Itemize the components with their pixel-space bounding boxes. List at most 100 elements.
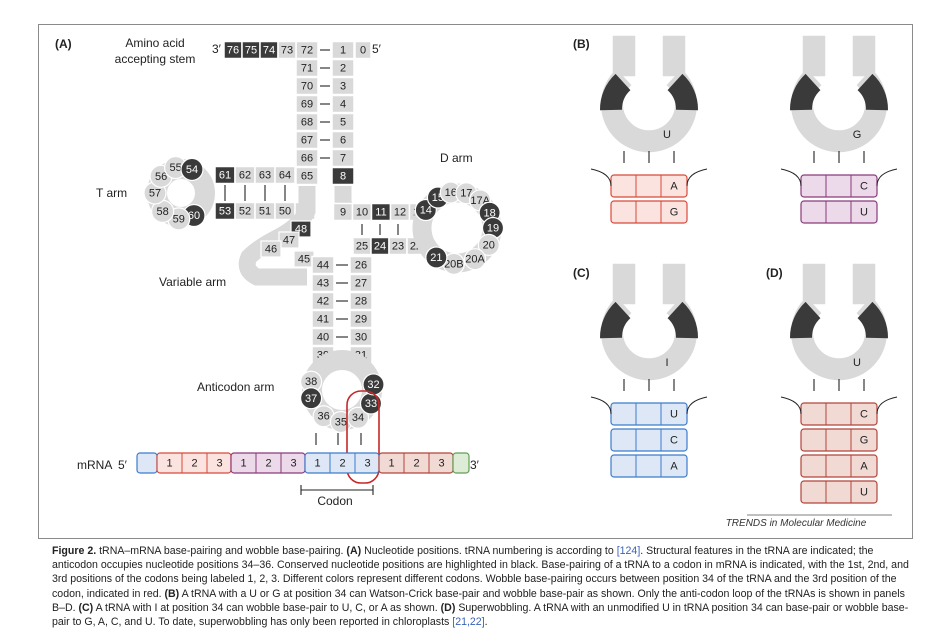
t-loop-60-label: 60 xyxy=(188,210,200,222)
ac-right-29-box xyxy=(349,309,373,329)
t-top-61-label: 61 xyxy=(219,170,231,182)
panel-c-codon-frame xyxy=(610,454,688,478)
panel-b-left-dark-left xyxy=(667,73,698,111)
caption-c-label: (C) xyxy=(78,601,94,614)
panel-b-left: UAG xyxy=(590,34,708,224)
tail-0-box xyxy=(354,40,372,60)
panel-c-dark-right xyxy=(600,301,631,339)
d-loop-20-label: 20 xyxy=(483,239,495,251)
caption-d-text-1: Superwobbling. A tRNA with an unmodified… xyxy=(52,601,909,629)
panel-b-right-dark-left xyxy=(857,73,888,111)
ac-left-42-box xyxy=(311,291,335,311)
acceptor-right-7-label: 7 xyxy=(340,153,346,165)
panel-d-strand-left xyxy=(780,396,802,415)
panel-c-codon-A: A xyxy=(670,461,678,473)
acceptor-left-70-label: 70 xyxy=(301,81,313,93)
acceptor-left-72-label: 72 xyxy=(301,45,313,57)
ac-left-40-label: 40 xyxy=(317,332,329,344)
t-loop-54-node xyxy=(180,157,204,182)
d-loop-17-label: 17 xyxy=(460,188,472,200)
d-loop-16-label: 16 xyxy=(445,187,457,199)
panel-b-right-codon-frame xyxy=(800,200,878,224)
acceptor-right-3-label: 3 xyxy=(340,81,346,93)
journal-label: TRENDS in Molecular Medicine xyxy=(726,518,867,529)
acceptor-left-68-box xyxy=(295,112,319,132)
panel-b-left-codon-frame xyxy=(610,200,688,224)
codon-2-pos-3: 3 xyxy=(290,458,296,470)
acceptor-left-66-box xyxy=(295,148,319,168)
panel-b-right-codon-C: C xyxy=(860,181,868,193)
tail-75-label: 75 xyxy=(245,45,257,57)
ac-right-27-box xyxy=(349,273,373,293)
ac-left-41-box xyxy=(311,309,335,329)
tail-74-label: 74 xyxy=(263,45,275,57)
d-loop-21-node xyxy=(425,246,448,269)
panel-b-right-dark-right xyxy=(790,73,821,111)
acceptor-left-67-label: 67 xyxy=(301,135,313,147)
panel-d-dark-right xyxy=(790,301,821,339)
ac-loop-34-label: 34 xyxy=(352,412,364,424)
t-bottom-51-label: 51 xyxy=(259,206,271,218)
t-top-62-label: 62 xyxy=(239,170,251,182)
t-arm-label: T arm xyxy=(96,186,127,200)
caption-citation-1[interactable]: [124] xyxy=(616,545,641,557)
ac-loop-32-label: 32 xyxy=(367,379,379,391)
panel-d-codon-frame xyxy=(800,454,878,478)
ac-loop-36-label: 36 xyxy=(318,411,330,423)
caption-d-text-2: . xyxy=(484,616,488,629)
acceptor-right-5-box xyxy=(331,112,355,132)
mrna-left-cap xyxy=(136,452,158,474)
acceptor-right-1-label: 1 xyxy=(340,45,346,57)
panel-d-codon-U: U xyxy=(860,487,868,499)
codon-1-pos-2: 2 xyxy=(191,458,197,470)
acceptor-right-6-label: 6 xyxy=(340,135,346,147)
ac-right-29-label: 29 xyxy=(355,314,367,326)
mrna-right-cap xyxy=(452,452,470,474)
acceptor-left-68-label: 68 xyxy=(301,117,313,129)
t-loop-55-label: 55 xyxy=(169,162,181,174)
d-bottom-23-label: 23 xyxy=(392,241,404,253)
five-prime-label: 5′ xyxy=(372,42,382,56)
panel-c-label: (C) xyxy=(573,266,590,280)
var-47-box xyxy=(278,231,300,249)
figure-caption: Figure 2. tRNA–mRNA base-pairing and wob… xyxy=(52,544,912,629)
panel-d-codon-frame xyxy=(800,480,878,504)
caption-d-label: (D) xyxy=(440,601,456,614)
panel-c-codon-U: U xyxy=(670,409,678,421)
t-loop-54-label: 54 xyxy=(186,164,198,176)
panel-d-strand-right xyxy=(876,396,898,415)
d-loop-20B-label: 20B xyxy=(444,258,464,270)
t-top-64-box xyxy=(274,165,296,185)
caption-citation-2[interactable]: [21,22] xyxy=(452,616,485,629)
t-bottom-50-label: 50 xyxy=(279,206,291,218)
t-loop-57-label: 57 xyxy=(149,188,161,200)
acceptor-left-65-box xyxy=(295,166,319,186)
panel-c-dark-left xyxy=(667,301,698,339)
d-top-12-label: 12 xyxy=(394,207,406,219)
d-loop-14-label: 14 xyxy=(420,205,432,217)
d-top-11-label: 11 xyxy=(375,207,386,219)
acceptor-right-5-label: 5 xyxy=(340,117,346,129)
panel-b-right: GCU xyxy=(780,34,898,224)
caption-c-text: A tRNA with I at position 34 can wobble … xyxy=(93,601,441,614)
ac-left-44-label: 44 xyxy=(317,260,329,272)
d-loop-20A-node xyxy=(463,248,487,271)
codon-1-pos-3: 3 xyxy=(216,458,222,470)
tail-0-label: 0 xyxy=(360,45,366,57)
caption-intro: tRNA–mRNA base-pairing and wobble base-p… xyxy=(96,545,347,557)
t-top-64-label: 64 xyxy=(279,170,291,182)
ac-loop-38-label: 38 xyxy=(305,376,317,388)
var-47-label: 47 xyxy=(283,235,295,247)
acceptor-right-4-label: 4 xyxy=(340,99,346,111)
panel-d-codon-A: A xyxy=(860,461,868,473)
codon-3-pos-1: 1 xyxy=(314,458,320,470)
acceptor-left-70-box xyxy=(295,76,319,96)
three-prime-label: 3′ xyxy=(212,42,222,56)
panel-c-strand-left xyxy=(590,396,612,415)
codon-1-pos-1: 1 xyxy=(166,458,172,470)
